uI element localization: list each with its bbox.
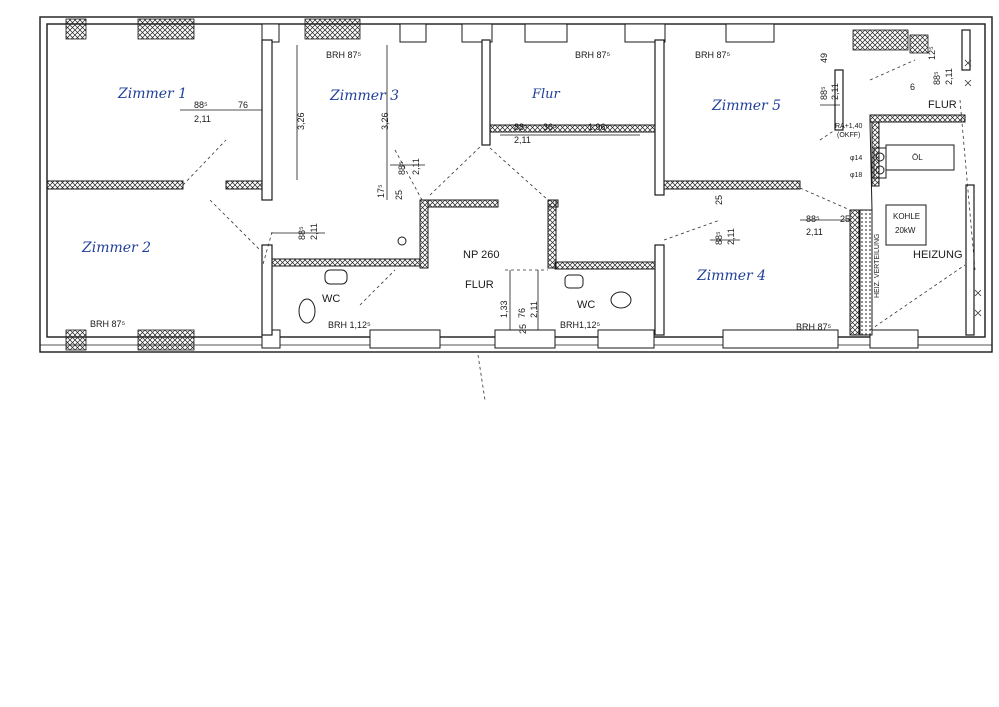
dim-text: 88⁵ — [297, 226, 307, 240]
door-swings — [182, 59, 976, 401]
toilet-icon — [610, 291, 632, 309]
heating-equipment — [869, 121, 955, 246]
dim-text: 49 — [819, 53, 829, 63]
dimension-lines — [180, 45, 850, 330]
brh-bottom-z2: BRH 87⁵ — [90, 319, 126, 329]
dim-text: 6 — [910, 82, 915, 92]
dim-text: 1,96⁵ — [588, 122, 610, 132]
label-kohle: KOHLE — [893, 212, 920, 221]
room-label-zimmer2: Zimmer 2 — [81, 240, 151, 256]
dim-text: 76 — [517, 308, 527, 318]
dim-text: 88⁵ — [714, 231, 724, 245]
brh-top-flur: BRH 87⁵ — [575, 50, 611, 60]
dim-text: 17⁵ — [376, 184, 386, 198]
room-label-zimmer1: Zimmer 1 — [117, 86, 187, 102]
dim-text: 3,26 — [296, 112, 306, 130]
room-label-zimmer4: Zimmer 4 — [696, 268, 766, 284]
dimension-texts: 88⁵ 2,11 76 3,26 3,26 88⁵ 2,11 17⁵ 25 88… — [194, 46, 954, 334]
dim-text: 88⁵ — [806, 214, 820, 224]
heizung-wall — [859, 209, 873, 336]
dim-text: 88⁵ — [932, 71, 942, 85]
interior-walls — [261, 29, 975, 336]
label-phi18: φ18 — [850, 172, 862, 179]
hatched-walls — [46, 114, 966, 336]
dim-text: 88⁵ — [514, 122, 528, 132]
label-wc-left: WC — [322, 293, 340, 305]
label-okff: (OKFF) — [837, 132, 860, 139]
dim-text: 88⁵ — [819, 86, 829, 100]
pipe-icon — [875, 165, 885, 175]
brh-bottom-z4: BRH 87⁵ — [796, 322, 832, 332]
brh-top-mid: BRH 87⁵ — [326, 50, 362, 60]
dim-text: 76 — [238, 100, 248, 110]
dim-text: 2,11 — [944, 68, 954, 85]
dim-text: 25 — [840, 214, 850, 224]
toilet-icon — [564, 274, 584, 289]
dim-text: 2,11 — [309, 223, 319, 240]
label-kohle-kw: 20kW — [895, 226, 916, 235]
label-phi14: φ14 — [850, 155, 862, 162]
dim-text: 2,11 — [529, 301, 539, 318]
label-oel: ÖL — [912, 153, 923, 162]
label-flur-main: FLUR — [465, 279, 494, 291]
pipe-icon — [875, 152, 885, 162]
dim-text: 36⁵ — [543, 122, 557, 132]
label-heiz-verteilung: HEIZ. VERTEILUNG — [874, 234, 881, 298]
toilet-icon — [324, 269, 348, 285]
toilet-icon — [298, 298, 316, 324]
room-label-zimmer5: Zimmer 5 — [711, 98, 781, 114]
label-heizung: HEIZUNG — [913, 249, 963, 261]
x-marks — [964, 59, 982, 317]
label-wc-right: WC — [577, 299, 595, 311]
dim-text: 25 — [394, 190, 404, 200]
dim-text: 2,11 — [806, 227, 823, 237]
dim-text: 3,26 — [380, 112, 390, 130]
dim-text: 1,33 — [499, 300, 509, 318]
windows — [65, 18, 929, 351]
dim-text: 2,11 — [411, 158, 421, 175]
dim-text: 88⁵ — [397, 161, 407, 175]
dim-text: 2,11 — [194, 114, 211, 124]
basin-icon — [397, 236, 407, 246]
dim-text: 2,11 — [726, 228, 736, 245]
label-ra: RA+1,40 — [835, 123, 863, 130]
dim-text: 2,11 — [830, 83, 840, 100]
label-flur-right: FLUR — [928, 99, 957, 111]
window-openings — [261, 23, 919, 349]
label-np: NP 260 — [463, 249, 500, 261]
room-label-zimmer3: Zimmer 3 — [329, 88, 399, 104]
brh-bottom-wcr: BRH1,12⁵ — [560, 320, 601, 330]
dim-text: 25 — [518, 324, 528, 334]
room-label-flur: Flur — [531, 87, 561, 102]
wc-fixtures — [298, 236, 632, 324]
brh-top-z5: BRH 87⁵ — [695, 50, 731, 60]
dim-text: 88⁵ — [194, 100, 208, 110]
dim-text: 12⁵ — [927, 46, 937, 60]
dim-text: 2,11 — [514, 135, 531, 145]
brh-bottom-wcl: BRH 1,12⁵ — [328, 320, 371, 330]
dim-text: 25 — [714, 195, 724, 205]
